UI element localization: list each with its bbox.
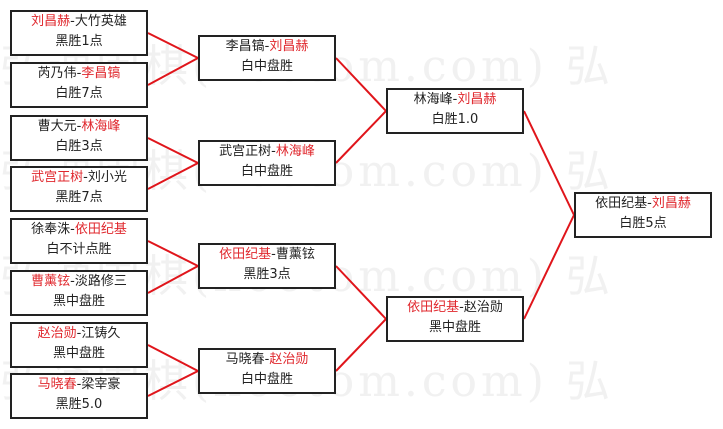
match-result: 白胜1.0 [431, 112, 479, 127]
player-right: 曹薰铉 [275, 247, 315, 262]
match-players: 依田纪基-刘昌赫 [595, 196, 691, 211]
player-left: 武宫正树 [31, 170, 84, 185]
player-right: 刘昌赫 [651, 196, 691, 211]
match-players: 依田纪基-曹薰铉 [219, 247, 315, 262]
connector-line [147, 265, 199, 294]
player-left: 林海峰 [413, 92, 453, 107]
match-result: 白胜5点 [619, 216, 667, 231]
player-left: 马晓春 [37, 377, 77, 392]
match-result: 黑中盘胜 [52, 346, 105, 361]
match-players: 赵治勋-江铸久 [37, 326, 121, 341]
player-left: 马晓春 [225, 352, 265, 367]
match-box: 马晓春-赵治勋白中盘胜 [198, 348, 336, 394]
match-box: 李昌镐-刘昌赫白中盘胜 [198, 35, 336, 81]
match-players: 芮乃伟-李昌镐 [37, 66, 121, 81]
connector-line [147, 344, 199, 372]
match-box: 赵治勋-江铸久黑中盘胜 [10, 322, 148, 368]
match-box: 武宫正树-林海峰白中盘胜 [198, 140, 336, 186]
player-left: 徐奉洙 [31, 222, 71, 237]
player-right: 李昌镐 [81, 66, 121, 81]
player-left: 李昌镐 [225, 39, 265, 54]
match-box: 曹薰铉-淡路修三黑中盘胜 [10, 270, 148, 316]
player-left: 依田纪基 [219, 247, 272, 262]
match-box: 马晓春-梁宰豪黑胜5.0 [10, 373, 148, 419]
match-players: 马晓春-梁宰豪 [37, 377, 121, 392]
connector-line [523, 214, 575, 320]
match-box: 依田纪基-赵治勋黑中盘胜 [386, 296, 524, 342]
player-right: 大竹英雄 [74, 14, 127, 29]
player-left: 曹大元 [37, 119, 77, 134]
player-left: 武宫正树 [219, 144, 272, 159]
match-result: 黑中盘胜 [428, 320, 481, 335]
match-box: 武宫正树-刘小光黑胜7点 [10, 166, 148, 212]
match-players: 刘昌赫-大竹英雄 [31, 14, 127, 29]
player-right: 梁宰豪 [81, 377, 121, 392]
match-players: 武宫正树-林海峰 [219, 144, 315, 159]
match-players: 林海峰-刘昌赫 [413, 92, 497, 107]
player-right: 江铸久 [81, 326, 121, 341]
match-players: 曹大元-林海峰 [37, 119, 121, 134]
match-result: 白不计点胜 [46, 242, 112, 257]
connector-line [147, 137, 199, 164]
match-result: 白胜7点 [55, 86, 103, 101]
match-result: 黑胜3点 [243, 267, 291, 282]
match-result: 白中盘胜 [240, 164, 293, 179]
match-players: 依田纪基-赵治勋 [407, 300, 503, 315]
player-right: 刘昌赫 [457, 92, 497, 107]
match-players: 马晓春-赵治勋 [225, 352, 309, 367]
connector-line [523, 110, 575, 216]
match-box: 刘昌赫-大竹英雄黑胜1点 [10, 10, 148, 56]
match-result: 黑胜1点 [55, 34, 103, 49]
match-players: 武宫正树-刘小光 [31, 170, 127, 185]
player-left: 芮乃伟 [37, 66, 77, 81]
player-right: 淡路修三 [74, 274, 127, 289]
player-left: 依田纪基 [595, 196, 648, 211]
connector-line [147, 57, 199, 86]
match-result: 黑胜5.0 [55, 397, 103, 412]
match-players: 曹薰铉-淡路修三 [31, 274, 127, 289]
player-right: 林海峰 [81, 119, 121, 134]
match-players: 徐奉洙-依田纪基 [31, 222, 127, 237]
player-right: 依田纪基 [74, 222, 127, 237]
player-left: 刘昌赫 [31, 14, 71, 29]
player-left: 依田纪基 [407, 300, 460, 315]
player-right: 林海峰 [275, 144, 315, 159]
match-box: 林海峰-刘昌赫白胜1.0 [386, 88, 524, 134]
match-result: 白中盘胜 [240, 372, 293, 387]
player-left: 赵治勋 [37, 326, 77, 341]
player-right: 刘昌赫 [269, 39, 309, 54]
connector-line [335, 318, 387, 372]
connector-line [147, 162, 199, 190]
connector-line [335, 110, 387, 164]
player-right: 赵治勋 [269, 352, 309, 367]
player-right: 刘小光 [87, 170, 127, 185]
match-box: 依田纪基-刘昌赫白胜5点 [574, 192, 712, 238]
match-box: 徐奉洙-依田纪基白不计点胜 [10, 218, 148, 264]
connector-line [147, 370, 199, 397]
match-result: 白中盘胜 [240, 59, 293, 74]
match-result: 黑中盘胜 [52, 294, 105, 309]
connector-line [335, 265, 387, 320]
connector-line [147, 32, 199, 59]
player-right: 赵治勋 [463, 300, 503, 315]
connector-line [335, 57, 387, 112]
match-box: 芮乃伟-李昌镐白胜7点 [10, 62, 148, 108]
match-box: 曹大元-林海峰白胜3点 [10, 115, 148, 161]
connector-line [147, 240, 199, 267]
match-players: 李昌镐-刘昌赫 [225, 39, 309, 54]
match-box: 依田纪基-曹薰铉黑胜3点 [198, 243, 336, 289]
match-result: 白胜3点 [55, 139, 103, 154]
match-result: 黑胜7点 [55, 190, 103, 205]
player-left: 曹薰铉 [31, 274, 71, 289]
